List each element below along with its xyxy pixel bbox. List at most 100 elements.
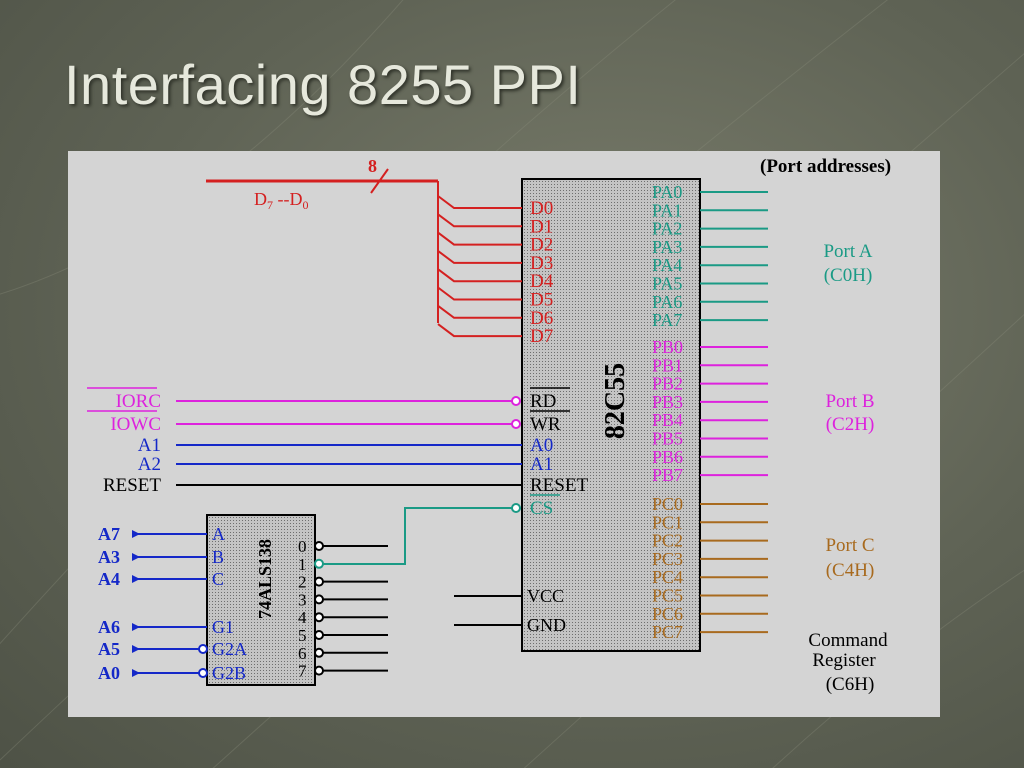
active-low-bubble [314, 558, 324, 569]
port-addresses-header: (Port addresses) [760, 156, 891, 177]
decoder-output-0: 0 [298, 537, 307, 556]
data-wire-d1 [437, 213, 522, 228]
pin-d1: D1 [530, 216, 553, 237]
data-wire-d2 [437, 231, 522, 246]
data-wire-d7 [437, 323, 522, 338]
pin-pa5: PA5 [652, 274, 682, 294]
pin-pb5: PB5 [652, 429, 683, 449]
data-bus: 8 D7 --D0 [206, 156, 439, 323]
pin-rd: RD [530, 391, 556, 412]
active-low-bubble [314, 647, 324, 658]
power-lines [454, 595, 522, 626]
pin-pa3: PA3 [652, 237, 682, 257]
pin-pb0: PB0 [652, 337, 683, 357]
pin-d2: D2 [530, 235, 553, 256]
pin-reset: RESET [530, 475, 588, 496]
pin-pc4: PC4 [652, 567, 683, 587]
wire-arrow [132, 530, 140, 538]
pin-pc2: PC2 [652, 531, 683, 551]
pin-a1: A1 [530, 454, 553, 475]
svg-text:Command: Command [808, 630, 888, 651]
svg-text:(C6H): (C6H) [826, 674, 875, 695]
wire-arrow [132, 553, 140, 561]
port-c-label: Port C (C4H) [825, 535, 874, 581]
signal-iorc: IORC [116, 391, 161, 412]
decoder-output-6: 6 [298, 644, 307, 663]
pin-pb4: PB4 [652, 410, 683, 430]
active-low-bubble [314, 665, 324, 676]
control-lines [176, 396, 522, 513]
active-low-bubble [511, 503, 521, 513]
pin-pc6: PC6 [652, 604, 683, 624]
svg-text:(C2H): (C2H) [826, 414, 875, 435]
decoder-pin-c: C [212, 569, 224, 589]
wire-arrow [132, 575, 140, 583]
signal-a2: A2 [138, 454, 161, 475]
active-low-bubble [198, 644, 208, 654]
pin-pa0: PA0 [652, 182, 682, 202]
data-pin-lines [437, 195, 522, 338]
data-wire-d4 [437, 268, 522, 283]
active-low-bubble [511, 419, 521, 429]
command-register-label: Command Register (C6H) [808, 630, 888, 695]
port-pin-labels: PA0PA1PA2PA3PA4PA5PA6PA7PB0PB1PB2PB3PB4P… [652, 182, 683, 642]
pin-d3: D3 [530, 253, 553, 274]
active-low-bubble [511, 396, 521, 406]
pin-wr: WR [530, 414, 561, 435]
slide-title: Interfacing 8255 PPI [64, 53, 582, 116]
signal-a4: A4 [98, 569, 120, 589]
decoder-chip-name: 74ALS138 [255, 539, 275, 619]
ppi-chip-body [521, 178, 701, 652]
bus-label: D7 --D0 [254, 189, 309, 212]
pin-cs: CS [530, 498, 553, 519]
pin-pc7: PC7 [652, 622, 683, 642]
svg-text:(C4H): (C4H) [826, 560, 875, 581]
data-wire-d5 [437, 286, 522, 301]
svg-text:(C0H): (C0H) [824, 265, 873, 286]
signal-iowc: IOWC [110, 414, 161, 435]
port-b-label: Port B (C2H) [825, 391, 874, 435]
pin-pb3: PB3 [652, 392, 683, 412]
signal-a0: A0 [98, 663, 120, 683]
pin-gnd: GND [527, 615, 566, 635]
signal-a1: A1 [138, 435, 161, 456]
decoder-output-4: 4 [298, 608, 307, 627]
decoder-pin-g2b: G2B [212, 663, 246, 683]
decoder-pin-g1: G1 [212, 617, 234, 637]
decoder-output-5: 5 [298, 626, 307, 645]
active-low-bubble [314, 541, 324, 551]
pin-pb7: PB7 [652, 465, 683, 485]
pin-pa6: PA6 [652, 292, 682, 312]
wire-arrow [132, 645, 140, 653]
decoder-pin-g2a: G2A [212, 639, 247, 659]
decoder-output-2: 2 [298, 573, 307, 592]
pin-d0: D0 [530, 198, 553, 219]
decoder-chip-body [206, 514, 316, 686]
bus-width-label: 8 [368, 156, 377, 176]
pin-d7: D7 [530, 326, 553, 347]
pin-pc0: PC0 [652, 494, 683, 514]
wire-arrow [132, 669, 140, 677]
pin-pb2: PB2 [652, 374, 683, 394]
svg-text:Port A: Port A [823, 241, 872, 262]
active-low-bubble [314, 576, 324, 587]
pin-pa2: PA2 [652, 219, 682, 239]
data-wire-d0 [437, 195, 522, 209]
svg-text:Register: Register [812, 650, 876, 671]
decoder-pin-b: B [212, 547, 224, 567]
signal-a6: A6 [98, 617, 120, 637]
pin-vcc: VCC [527, 586, 564, 606]
pin-pc3: PC3 [652, 549, 683, 569]
active-low-bubble [314, 594, 324, 605]
pin-pc5: PC5 [652, 586, 683, 606]
pin-pa4: PA4 [652, 255, 682, 275]
pin-d5: D5 [530, 290, 553, 311]
signal-a7: A7 [98, 524, 120, 544]
decoder-output-7: 7 [298, 662, 307, 681]
signal-a5: A5 [98, 639, 120, 659]
